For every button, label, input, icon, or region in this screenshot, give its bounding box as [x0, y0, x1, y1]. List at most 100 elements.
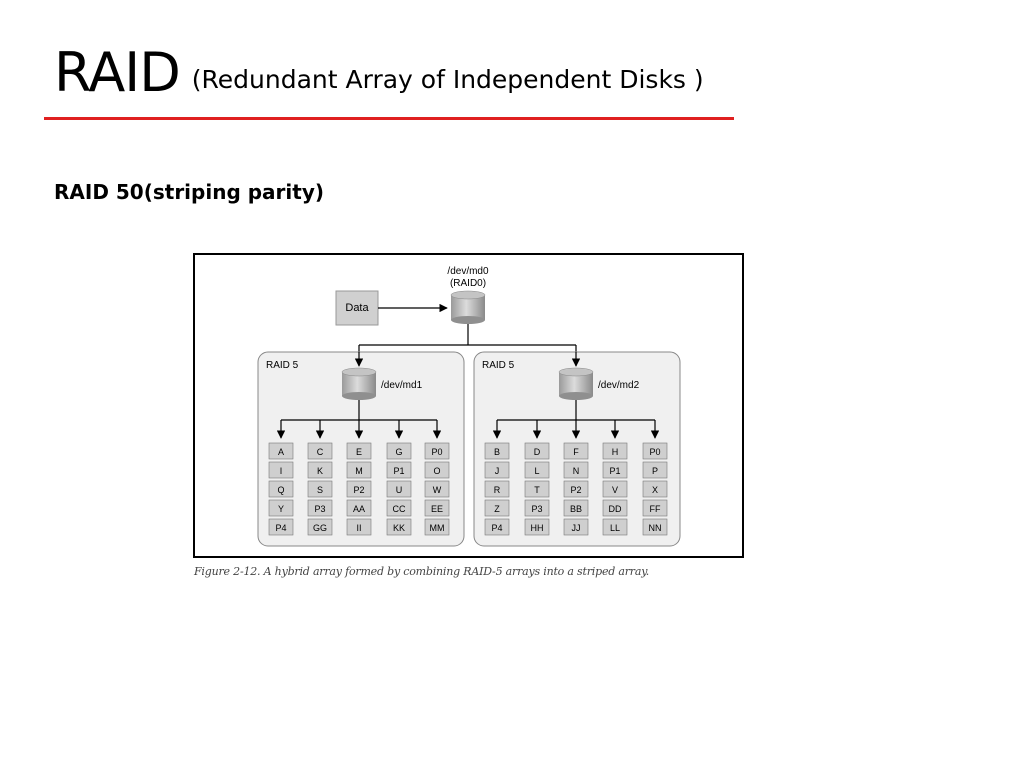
disk-block-label: P3 [314, 504, 325, 514]
disk-block-label: P0 [649, 447, 660, 457]
disk-block [484, 442, 510, 460]
disk-block [524, 442, 550, 460]
disk-block [386, 499, 412, 517]
disk-block-label: G [395, 447, 402, 457]
disk-block-label: P4 [491, 523, 502, 533]
disk-block-label: GG [313, 523, 327, 533]
disk-block-label: MM [430, 523, 445, 533]
disk-block-label: P [652, 466, 658, 476]
title-underline [44, 117, 734, 120]
disk-block [524, 480, 550, 498]
disk-block-label: V [612, 485, 618, 495]
disk-block [268, 480, 294, 498]
disk-block-label: II [356, 523, 361, 533]
disk-block [602, 518, 628, 536]
disk-block [524, 499, 550, 517]
disk-block [642, 499, 668, 517]
disk-block [346, 442, 372, 460]
disk-block [642, 480, 668, 498]
disk-block [346, 461, 372, 479]
disk-block-label: KK [393, 523, 405, 533]
array-disk-icon [341, 367, 377, 400]
disk-block [602, 461, 628, 479]
disk-block-label: P2 [570, 485, 581, 495]
disk-block [386, 442, 412, 460]
disk-block-label: FF [650, 504, 661, 514]
disk-block [386, 480, 412, 498]
disk-block-label: K [317, 466, 323, 476]
raid5-group-label: RAID 5 [482, 360, 515, 371]
disk-block [346, 480, 372, 498]
disk-block [424, 518, 450, 536]
disk-block [346, 499, 372, 517]
disk-block [268, 442, 294, 460]
disk-block-label: P4 [275, 523, 286, 533]
disk-column: G P1U CC KK [386, 442, 412, 536]
data-label: Data [345, 302, 369, 314]
disk-block-label: E [356, 447, 362, 457]
disk-block [424, 480, 450, 498]
disk-block-label: W [433, 485, 442, 495]
disk-block-label: NN [649, 523, 662, 533]
disk-block [642, 518, 668, 536]
disk-block [307, 442, 333, 460]
disk-block [346, 518, 372, 536]
disk-block-label: HH [531, 523, 544, 533]
array-device-label: /dev/md1 [381, 380, 423, 391]
disk-block-label: P1 [393, 466, 404, 476]
disk-block-label: Q [277, 485, 284, 495]
disk-block [307, 518, 333, 536]
disk-block-label: N [573, 466, 580, 476]
disk-block-label: I [280, 466, 283, 476]
disk-block-label: B [494, 447, 500, 457]
disk-block-label: O [433, 466, 440, 476]
disk-block-label: A [278, 447, 284, 457]
disk-block [386, 461, 412, 479]
disk-block [602, 442, 628, 460]
top-device-label: /dev/md0 [447, 266, 489, 277]
disk-block [268, 461, 294, 479]
disk-block-label: Z [494, 504, 500, 514]
disk-block [484, 499, 510, 517]
disk-block [484, 480, 510, 498]
disk-block [563, 518, 589, 536]
data-box [335, 290, 379, 326]
disk-block-label: T [534, 485, 540, 495]
disk-block-label: F [573, 447, 579, 457]
disk-block [563, 442, 589, 460]
disk-block-label: P0 [431, 447, 442, 457]
section-heading: RAID 50(striping parity) [54, 180, 324, 204]
disk-block [563, 461, 589, 479]
disk-block [307, 461, 333, 479]
md0-disk-icon [450, 290, 486, 324]
disk-block [563, 499, 589, 517]
disk-block-label: R [494, 485, 501, 495]
disk-block-label: S [317, 485, 323, 495]
disk-block [484, 518, 510, 536]
disk-block-label: H [612, 447, 619, 457]
disk-block-label: CC [393, 504, 406, 514]
disk-block-label: BB [570, 504, 582, 514]
disk-block-label: U [396, 485, 403, 495]
disk-block-label: JJ [572, 523, 581, 533]
disk-block-label: C [317, 447, 324, 457]
title-main: RAID [54, 41, 181, 104]
disk-block-label: P1 [609, 466, 620, 476]
slide-title: RAID(Redundant Array of Independent Disk… [54, 46, 704, 100]
disk-block [424, 499, 450, 517]
disk-block [424, 442, 450, 460]
raid5-group-label: RAID 5 [266, 360, 299, 371]
disk-block [642, 461, 668, 479]
disk-block [268, 499, 294, 517]
disk-block-label: X [652, 485, 658, 495]
